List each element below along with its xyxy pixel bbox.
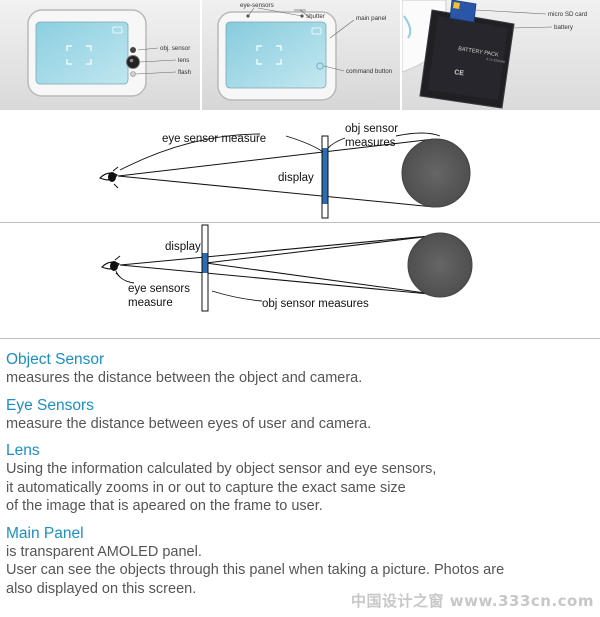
section-eye-sensors: Eye Sensors measure the distance between… bbox=[6, 396, 596, 434]
sight-lines bbox=[117, 138, 435, 208]
object-circle bbox=[401, 138, 471, 208]
section-object-sensor: Object Sensor measures the distance betw… bbox=[6, 350, 596, 388]
camera-device-back bbox=[217, 9, 337, 101]
section-body: is transparent AMOLED panel. User can se… bbox=[6, 543, 505, 597]
label-main-panel: main panel bbox=[356, 15, 386, 22]
label-obj-sensor-measures-2: obj sensor measures bbox=[262, 298, 369, 310]
display-panel bbox=[321, 135, 329, 219]
ce-mark: CE bbox=[454, 69, 465, 77]
section-body: Using the information calculated by obje… bbox=[6, 461, 437, 514]
eye-icon bbox=[98, 166, 119, 189]
label-eye-sensors-measure-line1: eye sensors bbox=[128, 283, 190, 295]
label-obj-sensor-measures-line2: measures bbox=[345, 137, 396, 149]
label-display-2: display bbox=[165, 241, 201, 253]
feature-descriptions: Object Sensor measures the distance betw… bbox=[6, 350, 596, 606]
product-photo-strip: obj. sensor lens flash bbox=[0, 0, 600, 112]
diagram-obj-sensor-measure: display eye sensors measure obj sensor m… bbox=[0, 223, 600, 338]
object-circle-2 bbox=[407, 232, 473, 298]
section-lens: Lens Using the information calculated by… bbox=[6, 441, 596, 516]
annotation-lines bbox=[119, 132, 441, 171]
label-obj-sensor: obj. sensor bbox=[160, 45, 190, 52]
photo-battery-view: BATTERY PACK 3.7V 820mAh CE micro SD car… bbox=[402, 0, 600, 110]
section-heading: Main Panel bbox=[6, 524, 84, 542]
eye-icon-2 bbox=[100, 255, 121, 278]
section-heading: Lens bbox=[6, 442, 40, 459]
label-eye-sensors-measure-line2: measure bbox=[128, 297, 173, 309]
label-shutter: shutter bbox=[306, 13, 325, 20]
section-body: measure the distance between eyes of use… bbox=[6, 415, 372, 432]
micro-sd-card bbox=[449, 0, 477, 23]
eye-sensor-right-dot bbox=[300, 14, 304, 18]
section-main-panel: Main Panel is transparent AMOLED panel. … bbox=[6, 524, 596, 599]
text-divider bbox=[0, 338, 600, 339]
annotation-lines-2 bbox=[115, 270, 263, 302]
section-heading: Object Sensor bbox=[6, 351, 105, 368]
display-panel-2 bbox=[201, 224, 209, 312]
label-battery: battery bbox=[554, 24, 574, 31]
label-flash: flash bbox=[178, 69, 192, 76]
shutter-icon bbox=[294, 9, 306, 12]
obj-sensor-dot bbox=[130, 47, 136, 53]
section-body: measures the distance between the object… bbox=[6, 370, 363, 386]
photo-screen-view: eye-sensors shutter main panel command b… bbox=[202, 0, 400, 110]
label-eye-sensors: eye-sensors bbox=[240, 2, 274, 9]
battery-pack: BATTERY PACK 3.7V 820mAh CE bbox=[419, 9, 515, 109]
label-eye-sensor-measure: eye sensor measure bbox=[162, 133, 266, 145]
label-display: display bbox=[278, 172, 314, 184]
watermark: 中国设计之窗 www.333cn.com bbox=[351, 592, 594, 610]
label-lens: lens bbox=[178, 57, 189, 64]
diagram-eye-sensor-measure: eye sensor measure display obj sensor me… bbox=[0, 112, 600, 222]
lens-icon bbox=[126, 55, 140, 69]
label-command-button: command button bbox=[346, 68, 393, 75]
label-micro-sd-card: micro SD card bbox=[548, 11, 588, 18]
camera-device bbox=[27, 9, 147, 97]
flash-icon bbox=[130, 71, 136, 77]
label-obj-sensor-measures: obj sensor measures bbox=[345, 123, 401, 149]
section-heading: Eye Sensors bbox=[6, 396, 94, 414]
sight-lines-2 bbox=[119, 234, 441, 296]
diagram-divider bbox=[0, 222, 600, 223]
label-obj-sensor-measures-line1: obj sensor bbox=[345, 123, 398, 135]
battery-pack-subtext: 3.7V 820mAh bbox=[486, 57, 506, 64]
label-eye-sensors-measure: eye sensors measure bbox=[128, 283, 193, 309]
photo-front-view: obj. sensor lens flash bbox=[0, 0, 200, 110]
command-button-icon bbox=[316, 62, 324, 70]
